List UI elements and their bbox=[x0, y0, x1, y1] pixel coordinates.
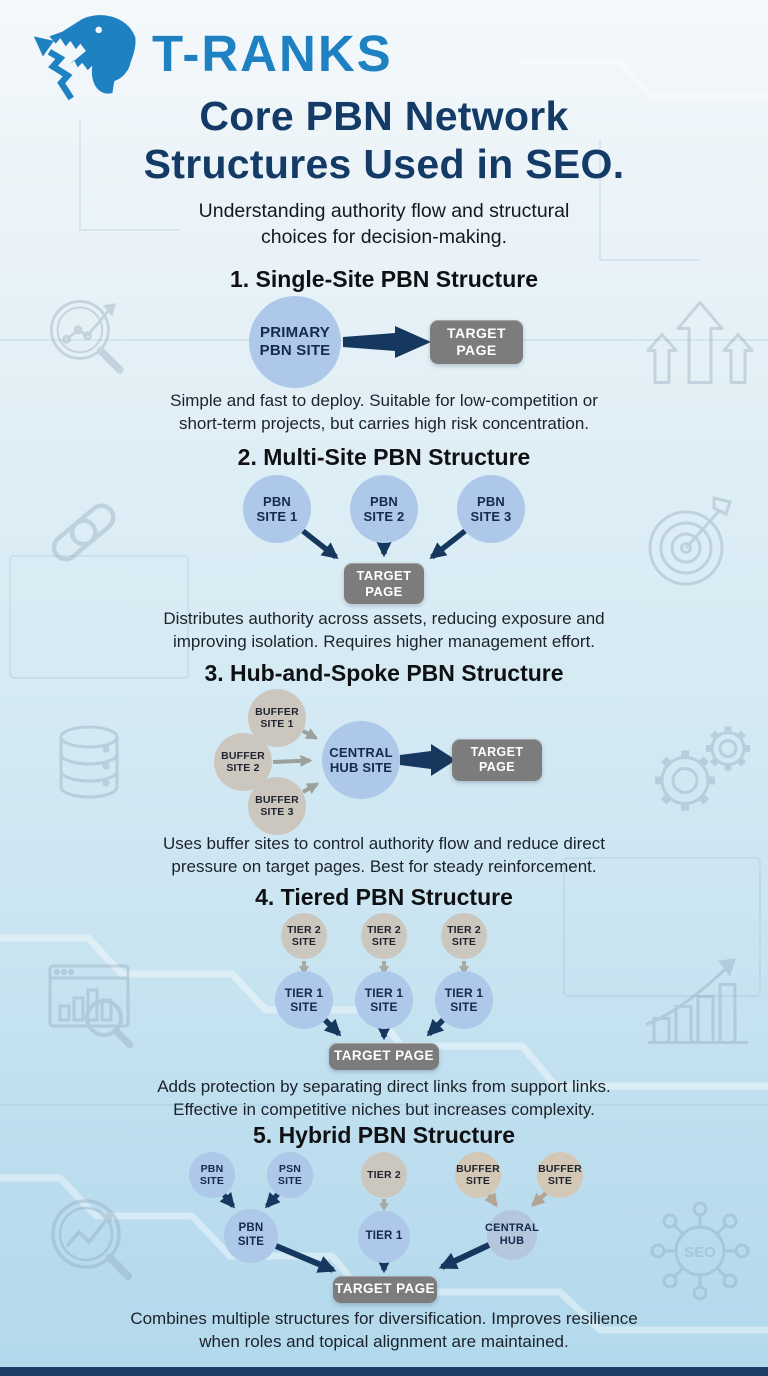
node-tier1-site-1: TIER 1 SITE bbox=[275, 971, 333, 1029]
node-buffer-site-3: BUFFER SITE 3 bbox=[248, 777, 306, 835]
node-hybrid-tier1: TIER 1 bbox=[358, 1211, 410, 1263]
section-4-description: Adds protection by separating direct lin… bbox=[157, 1077, 611, 1119]
section-3-description: Uses buffer sites to control authority f… bbox=[163, 834, 605, 876]
node-tier1-site-3: TIER 1 SITE bbox=[435, 971, 493, 1029]
section-1-target-page-box: TARGET PAGE bbox=[430, 320, 523, 364]
section-2-target-page-box: TARGET PAGE bbox=[344, 563, 424, 604]
section-5-description: Combines multiple structures for diversi… bbox=[130, 1309, 638, 1351]
node-hybrid-pbn-site-top: PBN SITE bbox=[189, 1152, 235, 1198]
section-4-diagram: TIER 2 SITE TIER 2 SITE TIER 2 SITE TIER… bbox=[0, 912, 768, 1074]
brand-name: T-RANKS bbox=[152, 24, 393, 82]
page-subtitle: Understanding authority flow and structu… bbox=[198, 200, 570, 248]
node-tier1-site-2: TIER 1 SITE bbox=[355, 971, 413, 1029]
section-1-description: Simple and fast to deploy. Suitable for … bbox=[170, 391, 598, 433]
section-2-diagram: PBN SITE 1 PBN SITE 2 PBN SITE 3 TARGET … bbox=[0, 470, 768, 610]
page-title: Core PBN Network Structures Used in SEO. bbox=[143, 93, 625, 187]
node-pbn-site-3: PBN SITE 3 bbox=[457, 475, 525, 543]
node-tier2-site-2: TIER 2 SITE bbox=[361, 913, 407, 959]
section-1-heading: 1. Single-Site PBN Structure bbox=[229, 266, 538, 292]
section-4-target-page-box: TARGET PAGE bbox=[329, 1043, 439, 1070]
section-1-diagram: PRIMARY PBN SITE TARGET PAGE bbox=[0, 294, 768, 394]
section-5-target-page-box: TARGET PAGE bbox=[333, 1276, 437, 1303]
node-hybrid-buffer-site-2: BUFFER SITE bbox=[537, 1152, 583, 1198]
section-3-target-page-box: TARGET PAGE bbox=[452, 739, 542, 781]
node-primary-pbn-site: PRIMARY PBN SITE bbox=[249, 296, 341, 388]
node-buffer-site-2: BUFFER SITE 2 bbox=[214, 733, 272, 791]
section-5-heading: 5. Hybrid PBN Structure bbox=[253, 1122, 515, 1148]
node-pbn-site-1: PBN SITE 1 bbox=[243, 475, 311, 543]
section-5-diagram: PBN SITE PSN SITE TIER 2 BUFFER SITE BUF… bbox=[0, 1150, 768, 1308]
section-4-heading: 4. Tiered PBN Structure bbox=[255, 884, 513, 910]
t-rex-logo-icon bbox=[33, 15, 136, 101]
logo: T-RANKS bbox=[24, 8, 393, 104]
footer-bar bbox=[0, 1367, 768, 1376]
node-pbn-site-2: PBN SITE 2 bbox=[350, 475, 418, 543]
node-hybrid-central-hub: CENTRAL HUB bbox=[485, 1210, 539, 1260]
node-tier2-site-3: TIER 2 SITE bbox=[441, 913, 487, 959]
node-central-hub-site: CENTRAL HUB SITE bbox=[322, 721, 400, 799]
section-1-arrows bbox=[343, 326, 431, 358]
section-2-heading: 2. Multi-Site PBN Structure bbox=[237, 444, 531, 470]
section-2-description: Distributes authority across assets, red… bbox=[163, 609, 605, 651]
section-3-diagram: BUFFER SITE 1 BUFFER SITE 2 BUFFER SITE … bbox=[0, 688, 768, 838]
node-hybrid-pbn-site-mid: PBN SITE bbox=[224, 1209, 278, 1263]
node-hybrid-tier2: TIER 2 bbox=[361, 1152, 407, 1198]
section-3-heading: 3. Hub-and-Spoke PBN Structure bbox=[204, 660, 564, 686]
node-hybrid-psn-site-top: PSN SITE bbox=[267, 1152, 313, 1198]
node-tier2-site-1: TIER 2 SITE bbox=[281, 913, 327, 959]
node-hybrid-buffer-site-1: BUFFER SITE bbox=[455, 1152, 501, 1198]
